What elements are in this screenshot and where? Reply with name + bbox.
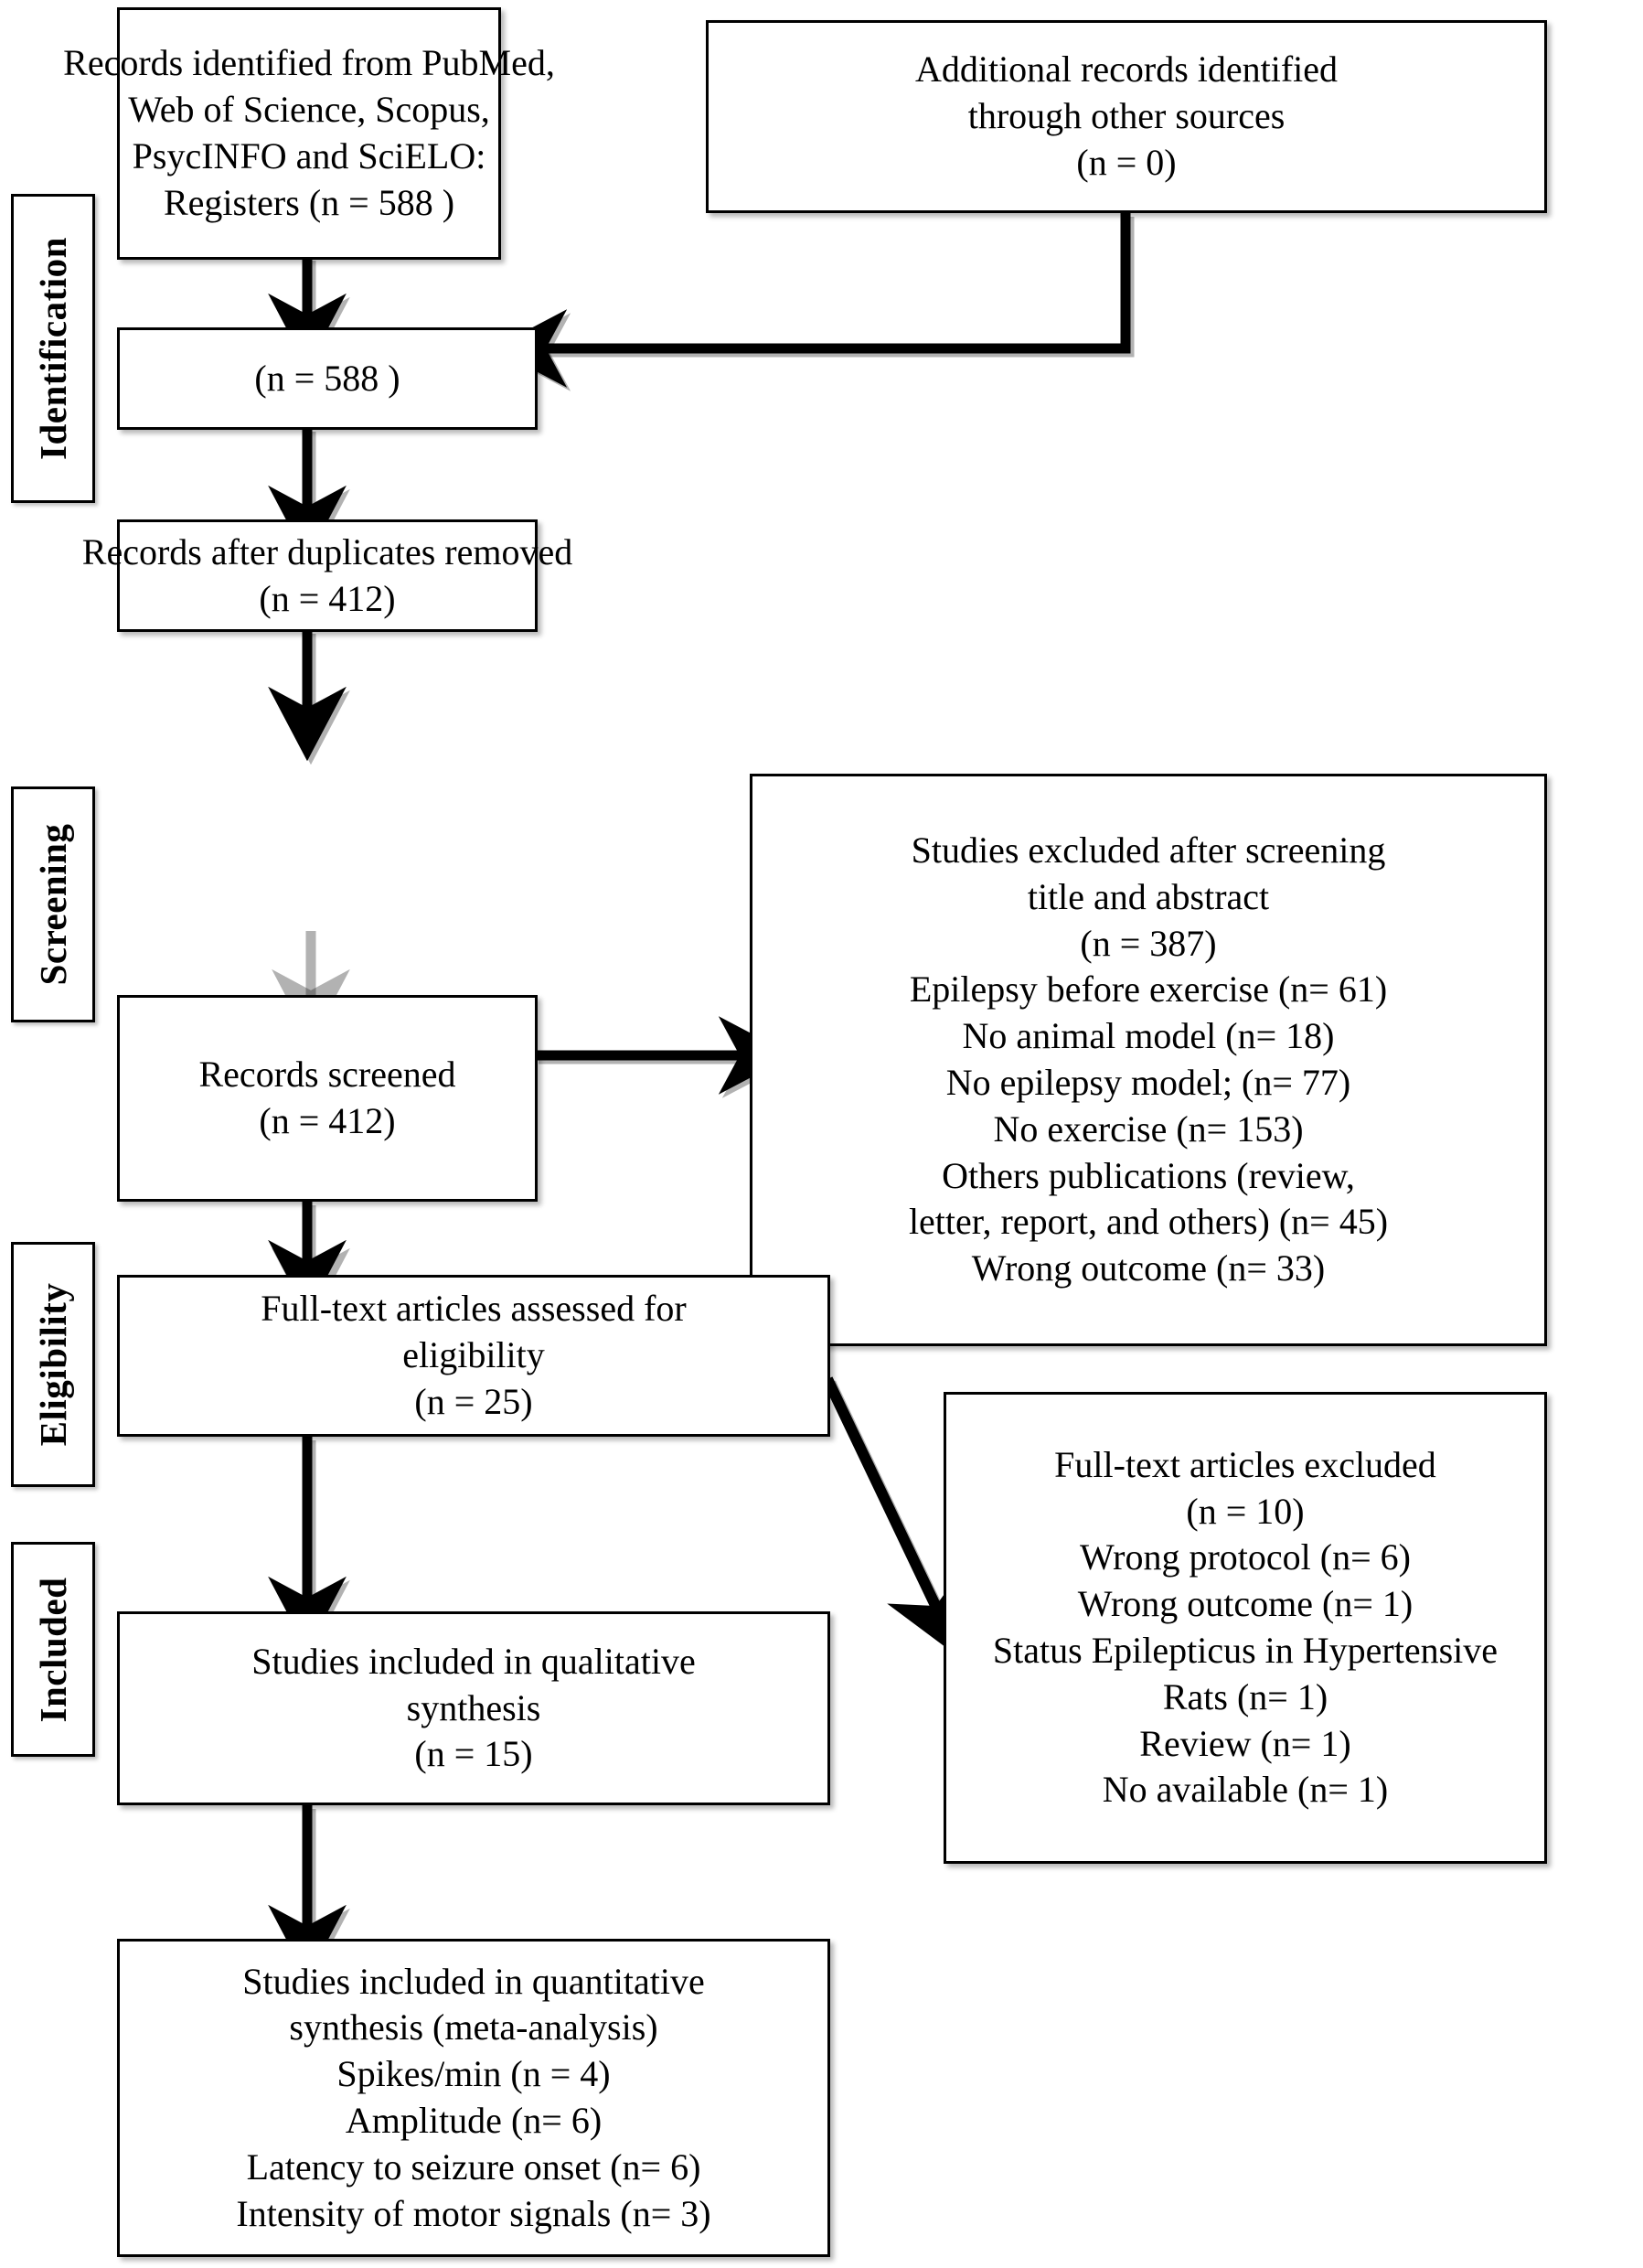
box-excluded-screening-line-9: letter, report, and others) (n= 45) xyxy=(908,1201,1389,1243)
stage-label-screening-text: Screening xyxy=(32,823,74,986)
box-excluded-screening-line-10: Wrong outcome (n= 33) xyxy=(971,1247,1326,1289)
box-excluded-fulltext-line-4: Wrong outcome (n= 1) xyxy=(1077,1583,1414,1625)
box-excluded-fulltext-line-6: Rats (n= 1) xyxy=(1162,1675,1328,1717)
box-combined-total-line-1: (n = 588 ) xyxy=(254,357,400,399)
box-excluded-screening: Studies excluded after screening title a… xyxy=(750,774,1547,1346)
box-quantitative-synthesis: Studies included in quantitative synthes… xyxy=(117,1939,830,2257)
box-excluded-screening-line-7: No exercise (n= 153) xyxy=(993,1107,1304,1150)
box-fulltext-assessed-line-3: (n = 25) xyxy=(414,1380,533,1422)
stage-label-identification: Identification xyxy=(11,194,95,503)
box-records-identified-line-3: PsycINFO and SciELO: xyxy=(132,135,486,177)
box-excluded-fulltext-line-5: Status Epilepticus in Hypertensive xyxy=(992,1630,1499,1671)
box-records-screened-line-2: (n = 412) xyxy=(259,1100,396,1141)
box-quantitative-synthesis-line-6: Intensity of motor signals (n= 3) xyxy=(236,2192,711,2234)
stage-label-identification-text: Identification xyxy=(32,237,74,460)
box-fulltext-assessed-line-1: Full-text articles assessed for xyxy=(261,1288,687,1330)
box-excluded-fulltext-line-7: Review (n= 1) xyxy=(1139,1722,1351,1764)
box-records-screened-line-1: Records screened xyxy=(198,1054,456,1096)
box-quantitative-synthesis-line-2: synthesis (meta-analysis) xyxy=(289,2006,658,2049)
box-after-duplicates-line-1: Records after duplicates removed xyxy=(81,530,573,572)
box-excluded-fulltext-line-8: No available (n= 1) xyxy=(1102,1769,1389,1811)
box-combined-total: (n = 588 ) xyxy=(117,327,538,430)
box-excluded-fulltext-line-3: Wrong protocol (n= 6) xyxy=(1080,1536,1411,1578)
box-excluded-screening-line-5: No animal model (n= 18) xyxy=(962,1015,1335,1057)
box-records-identified: Records identified from PubMed, Web of S… xyxy=(63,7,555,260)
box-fulltext-assessed-line-2: eligibility xyxy=(402,1334,545,1376)
box-excluded-fulltext-line-2: (n = 10) xyxy=(1186,1490,1305,1532)
box-after-duplicates: Records after duplicates removed (n = 41… xyxy=(82,519,572,632)
arrow-additional-to-total xyxy=(492,213,1131,388)
stage-label-screening: Screening xyxy=(11,786,95,1022)
box-additional-records-line-3: (n = 0) xyxy=(1076,141,1177,183)
stage-label-included-text: Included xyxy=(32,1577,74,1722)
box-excluded-screening-line-3: (n = 387) xyxy=(1080,922,1217,964)
box-additional-records-line-2: through other sources xyxy=(967,95,1286,137)
box-quantitative-synthesis-line-1: Studies included in quantitative xyxy=(242,1960,705,2002)
box-quantitative-synthesis-line-4: Amplitude (n= 6) xyxy=(345,2100,603,2141)
box-qualitative-synthesis-line-3: (n = 15) xyxy=(414,1733,533,1775)
arrow-fulltext-to-excluded xyxy=(822,1376,965,1659)
box-additional-records: Additional records identified through ot… xyxy=(706,20,1547,213)
stage-label-included: Included xyxy=(11,1542,95,1757)
box-excluded-screening-line-1: Studies excluded after screening xyxy=(911,829,1386,872)
box-records-identified-line-4: Registers (n = 588 ) xyxy=(163,181,455,223)
box-fulltext-assessed: Full-text articles assessed for eligibil… xyxy=(117,1275,830,1437)
box-after-duplicates-line-2: (n = 412) xyxy=(259,577,396,619)
box-quantitative-synthesis-line-3: Spikes/min (n = 4) xyxy=(336,2053,611,2095)
box-excluded-screening-line-6: No epilepsy model; (n= 77) xyxy=(945,1062,1351,1103)
stage-label-eligibility: Eligibility xyxy=(11,1242,95,1487)
box-excluded-screening-line-2: title and abstract xyxy=(1027,875,1270,917)
box-additional-records-line-1: Additional records identified xyxy=(914,48,1339,91)
box-records-identified-line-1: Records identified from PubMed, xyxy=(63,42,555,84)
box-excluded-screening-line-4: Epilepsy before exercise (n= 61) xyxy=(909,968,1388,1011)
box-excluded-fulltext: Full-text articles excluded (n = 10) Wro… xyxy=(944,1392,1547,1864)
box-quantitative-synthesis-line-5: Latency to seizure onset (n= 6) xyxy=(246,2145,701,2188)
box-records-identified-line-2: Web of Science, Scopus, xyxy=(128,89,490,131)
box-qualitative-synthesis-line-2: synthesis xyxy=(406,1686,541,1728)
box-records-screened: Records screened (n = 412) xyxy=(117,995,538,1202)
box-excluded-fulltext-line-1: Full-text articles excluded xyxy=(1054,1443,1436,1485)
box-qualitative-synthesis: Studies included in qualitative synthesi… xyxy=(117,1611,830,1805)
box-excluded-screening-line-8: Others publications (review, xyxy=(942,1154,1355,1196)
stage-label-eligibility-text: Eligibility xyxy=(32,1282,74,1447)
box-qualitative-synthesis-line-1: Studies included in qualitative xyxy=(251,1640,696,1682)
